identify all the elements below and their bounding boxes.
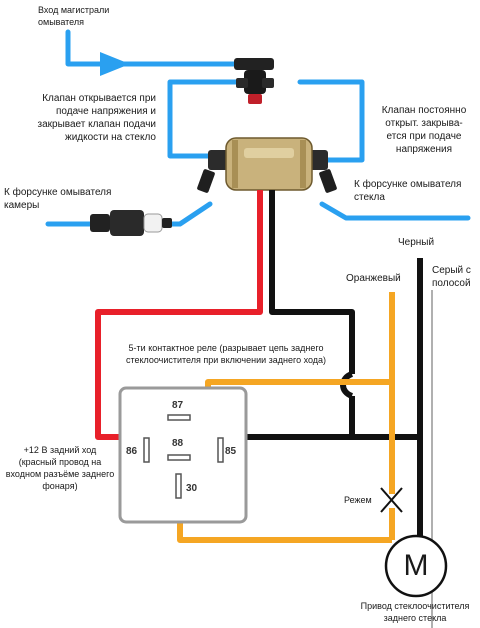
water-loop-right: [297, 79, 365, 163]
label-washer-input: Вход магистрали омывателя: [38, 5, 110, 27]
label-to-glass-nozzle: К форсунке омывателя стекла: [354, 179, 462, 203]
water-flow-arrow-icon: [100, 52, 130, 76]
relay-pin-85: [217, 437, 224, 463]
water-line-glass: [319, 201, 471, 221]
wiper-motor-icon: [384, 534, 448, 598]
label-valve-normally-open: Клапан постоянно открыт. закрыва- ется п…: [381, 105, 467, 155]
label-relay-desc: 5-ти контактное реле (разрывает цепь зад…: [125, 343, 327, 365]
motor-symbol: M: [403, 549, 429, 582]
upper-valve-icon: [234, 58, 274, 104]
black-wire-solenoid: [269, 190, 355, 374]
label-gray-wire: Серый с полосой: [432, 265, 471, 289]
pin-label-30: 30: [186, 483, 198, 494]
label-black-wire: Черный: [398, 237, 435, 248]
check-valve-icon: [90, 210, 172, 236]
pin-label-86: 86: [126, 446, 138, 457]
pin-label-87: 87: [172, 400, 184, 411]
relay-pin-87: [167, 414, 191, 421]
red-wire: [95, 190, 263, 440]
relay-pin-86: [143, 437, 150, 463]
cut-mark-icon: [380, 487, 403, 513]
label-orange-wire: Оранжевый: [346, 273, 401, 284]
solenoid-valve-icon: [197, 137, 337, 193]
relay: [118, 386, 248, 524]
pin-label-85: 85: [225, 446, 237, 457]
label-plus12: +12 В задний ход (красный провод на вход…: [5, 445, 115, 491]
water-loop-left: [167, 79, 241, 159]
pin-label-88: 88: [172, 438, 184, 449]
label-cut: Режем: [344, 495, 372, 505]
water-input-line: [65, 29, 243, 67]
label-wiper-motor: Привод стеклоочистителя заднего стекла: [360, 601, 470, 623]
label-valve-opens: Клапан открывается при подаче напряжения…: [37, 93, 156, 143]
relay-pin-88: [167, 454, 191, 461]
relay-pin-30: [175, 473, 182, 499]
label-to-camera-nozzle: К форсунке омывателя камеры: [4, 187, 112, 211]
